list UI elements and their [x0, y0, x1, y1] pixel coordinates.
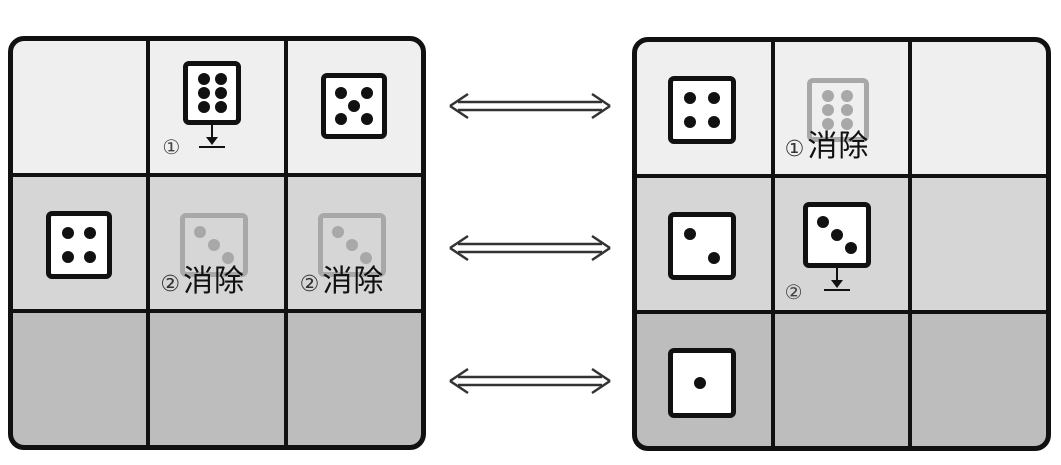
- pip: [61, 227, 74, 240]
- die-six-faded-icon: [806, 78, 869, 142]
- left-cell-r2-c0: [13, 313, 147, 445]
- pip: [816, 215, 829, 228]
- pip: [197, 101, 210, 114]
- left-cell-r0-c0: [13, 41, 147, 173]
- pip: [684, 228, 697, 241]
- pip: [214, 101, 227, 114]
- right-cell-r0-c2: [912, 42, 1046, 174]
- step-number: ①: [162, 135, 181, 159]
- step-number: ②: [299, 272, 321, 297]
- right-cell-r0-c0: [637, 42, 771, 174]
- pip: [222, 251, 235, 264]
- eliminate-label: ②消除: [300, 267, 385, 297]
- pip: [197, 72, 210, 85]
- pip: [334, 112, 347, 125]
- pip: [84, 250, 97, 263]
- right-cell-r0-c1: ①消除: [774, 42, 909, 174]
- die-three-icon: [802, 202, 871, 268]
- pip: [684, 92, 697, 105]
- pip: [360, 112, 373, 125]
- double-arrow-icon: [446, 88, 614, 124]
- die-two-icon: [668, 212, 736, 280]
- pip: [822, 89, 835, 102]
- pip: [214, 72, 227, 85]
- eliminate-word: 消除: [322, 264, 385, 299]
- left-cell-r0-c2: [287, 41, 421, 173]
- double-arrow-icon: [446, 363, 614, 399]
- eliminate-label: ②消除: [160, 267, 245, 297]
- pip: [707, 115, 720, 128]
- eliminate-label: ①消除: [785, 132, 870, 162]
- pip: [360, 87, 373, 100]
- die-five-icon: [320, 73, 387, 139]
- drop-arrow-icon: [823, 268, 850, 292]
- right-cell-r1-c2: [912, 178, 1046, 310]
- pip: [345, 239, 358, 251]
- left-cell-r0-c1: ①: [150, 41, 284, 173]
- pip: [707, 92, 720, 105]
- right-cell-r2-c2: [912, 314, 1046, 446]
- pip: [707, 251, 720, 264]
- die-three-faded-icon: [180, 213, 249, 277]
- step-number: ①: [784, 137, 806, 162]
- pip: [841, 104, 854, 116]
- pip: [331, 226, 344, 239]
- pip: [334, 87, 347, 100]
- left-cell-r2-c2: [287, 313, 421, 445]
- pip: [347, 100, 360, 112]
- pip: [214, 87, 227, 99]
- eliminate-word: 消除: [183, 264, 246, 299]
- left-cell-r1-c0: [13, 177, 147, 309]
- pip: [194, 226, 207, 239]
- pip: [844, 242, 857, 255]
- die-one-icon: [668, 348, 736, 418]
- right-cell-r2-c0: [637, 314, 771, 446]
- pip: [208, 239, 221, 251]
- pip: [61, 250, 74, 263]
- left-cell-r2-c1: [150, 313, 284, 445]
- pip: [693, 377, 706, 389]
- pip: [841, 118, 854, 131]
- right-cell-r1-c0: [637, 178, 771, 310]
- left-board: ① ②消除: [8, 36, 426, 450]
- die-four-icon: [46, 211, 112, 279]
- double-arrow-icon: [446, 230, 614, 266]
- pip: [359, 251, 372, 264]
- pip: [197, 87, 210, 99]
- right-cell-r1-c1: ②: [774, 178, 909, 310]
- step-number: ②: [160, 272, 182, 297]
- right-board: ①消除 ②: [632, 37, 1051, 451]
- left-cell-r1-c2: ②消除: [287, 177, 421, 309]
- drop-arrow-icon: [199, 125, 226, 149]
- left-cell-r1-c1: ②消除: [150, 177, 284, 309]
- die-three-faded-icon: [317, 213, 386, 277]
- pip: [841, 89, 854, 102]
- step-number: ②: [784, 280, 803, 304]
- pip: [684, 115, 697, 128]
- die-four-icon: [668, 76, 736, 144]
- pip: [84, 227, 97, 240]
- pip: [830, 229, 843, 241]
- eliminate-word: 消除: [807, 129, 870, 164]
- die-six-icon: [183, 61, 242, 125]
- right-cell-r2-c1: [774, 314, 909, 446]
- pip: [822, 104, 835, 116]
- pip: [822, 118, 835, 131]
